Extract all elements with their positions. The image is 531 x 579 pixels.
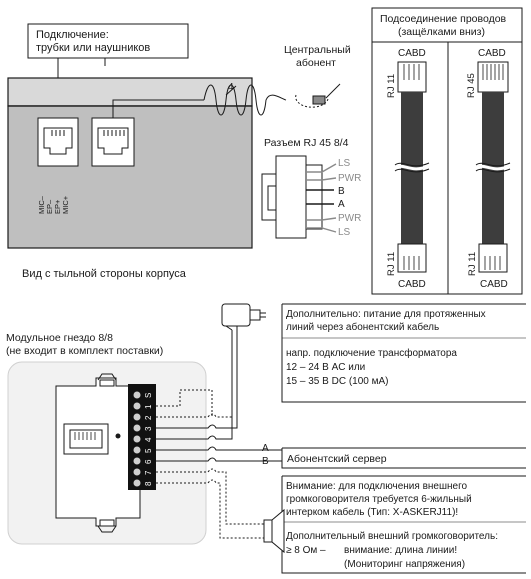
modular-socket: S 1 2 3 4 5 6 7 8 <box>7 361 207 545</box>
right-cable: CABD RJ 45 RJ 11 CABD <box>466 48 511 290</box>
handset-coiled-cable: 4 <box>112 82 341 118</box>
jack-label-mic-plus: MIC+ <box>61 195 70 214</box>
speaker-line6: внимание: длина линии! <box>344 545 457 556</box>
socket-caption-1: Модульное гнездо 8/8 <box>6 332 113 344</box>
rj45-pin-pwr-top: PWR <box>338 173 361 184</box>
server-label: Абонентский сервер <box>287 453 387 465</box>
wiring-box: Подсоединение проводов (защёлками вниз) … <box>371 7 523 295</box>
terminal-2: 2 <box>144 415 153 420</box>
speaker-line2: громкоговорителя требуется 6-жильный <box>286 493 472 505</box>
rj45-pin-pwr-bottom: PWR <box>338 213 361 224</box>
label-a: A <box>262 443 269 454</box>
terminal-s: S <box>144 393 153 398</box>
right-bottom-letters: CABD <box>480 279 508 290</box>
left-bottom-label: RJ 11 <box>386 252 397 276</box>
back-view-caption: Вид с тыльной стороны корпуса <box>22 268 187 280</box>
wiring-box-title-1: Подсоединение проводов <box>380 13 507 25</box>
speaker-info-box: Внимание: для подключения внешнего громк… <box>281 475 526 574</box>
server-box: Абонентский сервер <box>281 447 526 469</box>
power-line1: Дополнительно: питание для протяженных <box>286 309 486 320</box>
left-cable: CABD RJ 11 RJ 11 CABD <box>386 48 430 290</box>
rj45-pin-ls-bottom: LS <box>338 227 351 238</box>
rj45-connector-detail: Разъем RJ 45 8/4 LS PWR B A PWR LS <box>261 137 361 239</box>
left-top-letters: CABD <box>398 48 426 59</box>
handset-jack <box>37 117 79 167</box>
speaker-icon <box>263 508 285 554</box>
device-back-view: MIC– EP– EP+ MIC+ Вид с тыльной стороны … <box>7 77 253 280</box>
rj45-pin-ls-top: LS <box>338 158 351 169</box>
right-top-letters: CABD <box>478 48 506 59</box>
terminal-3: 3 <box>144 426 153 431</box>
cable-count: 4 <box>228 82 234 93</box>
power-line4: 12 – 24 В AC или <box>286 362 365 373</box>
speaker-line1: Внимание: для подключения внешнего <box>286 481 468 492</box>
terminal-8: 8 <box>144 481 153 486</box>
terminal-5: 5 <box>144 448 153 453</box>
power-info-box: Дополнительно: питание для протяженных л… <box>281 303 526 403</box>
handset-callout: Подключение: трубки или наушников <box>27 23 189 118</box>
power-line2: линий через абонентский кабель <box>286 321 439 333</box>
terminal-7: 7 <box>144 470 153 475</box>
left-top-label: RJ 11 <box>386 74 397 98</box>
label-b: B <box>262 456 269 467</box>
speaker-line3: интерком кабель (Тип: X-ASKERJ11)! <box>286 506 458 518</box>
terminal-1: 1 <box>144 404 153 409</box>
central-subscriber-line1: Центральный <box>284 44 351 56</box>
terminal-wires <box>156 324 282 539</box>
terminal-4: 4 <box>144 437 153 442</box>
jack-label-ep-plus: EP+ <box>53 199 62 214</box>
power-line3: напр. подключение трансформатора <box>286 347 457 359</box>
socket-caption-2: (не входит в комплект поставки) <box>6 345 163 357</box>
speaker-line7: (Мониторинг напряжения) <box>344 559 465 570</box>
callout-line1: Подключение: <box>36 29 109 41</box>
jack-label-mic-minus: MIC– <box>37 195 46 214</box>
rj45-pin-b: B <box>338 186 345 197</box>
wiring-box-title-2: (защёлками вниз) <box>398 26 485 38</box>
terminal-6: 6 <box>144 459 153 464</box>
rj45-pin-a: A <box>338 199 345 210</box>
speaker-line4: Дополнительный внешний громкоговоритель: <box>286 531 498 542</box>
power-adapter-icon <box>221 303 266 331</box>
power-line5: 15 – 35 В DC (100 мА) <box>286 376 388 387</box>
rj45-jack <box>91 117 135 167</box>
speaker-line5: ≥ 8 Ом – <box>286 545 326 556</box>
left-bottom-letters: CABD <box>398 279 426 290</box>
callout-line2: трубки или наушников <box>36 42 150 54</box>
rj45-title: Разъем RJ 45 8/4 <box>264 137 349 149</box>
jack-label-ep-minus: EP– <box>45 199 54 214</box>
right-top-label: RJ 45 <box>466 73 477 98</box>
central-subscriber-line2: абонент <box>296 57 336 69</box>
right-bottom-label: RJ 11 <box>467 252 478 276</box>
